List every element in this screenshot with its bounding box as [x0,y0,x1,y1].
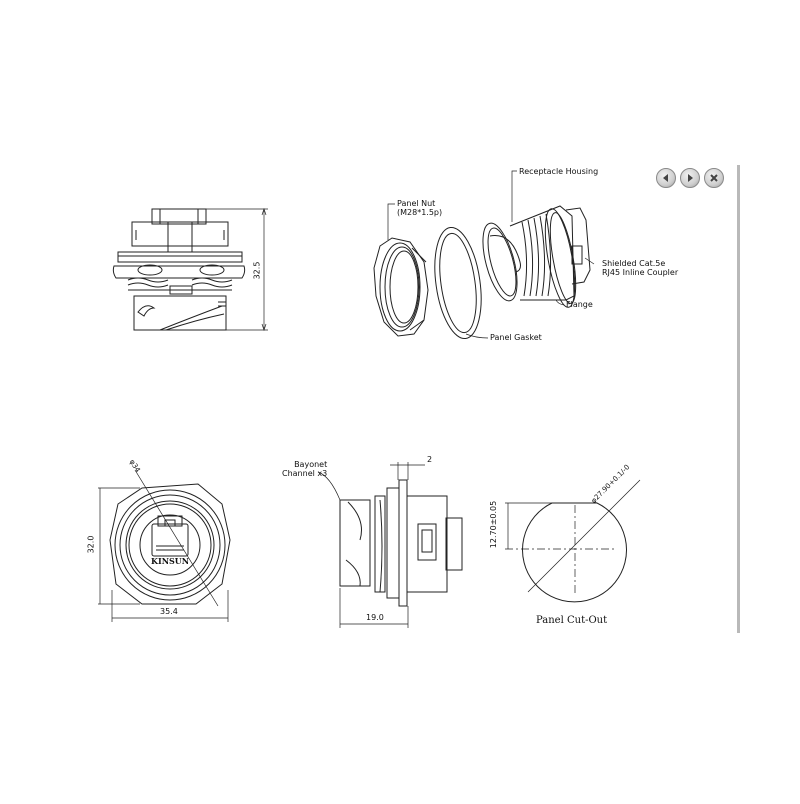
next-button[interactable] [680,168,700,188]
dim-cutout-flat: 12.70±0.05 [489,500,499,549]
viewer-nav [656,168,724,188]
dim-flange-thickness: 2 [427,455,433,464]
scrollbar[interactable] [737,165,740,633]
arrow-left-icon [663,174,668,182]
arrow-right-icon [688,174,693,182]
caption-panel-cutout: Panel Cut-Out [536,615,608,626]
label-bayonet-channel: Bayonet Channel x3 [282,460,328,478]
close-icon [710,174,718,182]
label-receptacle-housing: Receptacle Housing [519,167,599,176]
close-button[interactable] [704,168,724,188]
panel-cutout [505,479,641,603]
side-view-bottom [317,462,463,628]
side-view-top [112,207,268,332]
exploded-view [373,170,595,340]
dim-length: 19.0 [366,613,384,622]
label-panel-nut: Panel Nut (M28*1.5p) [397,199,443,217]
dim-height-top: 32.5 [252,261,262,280]
dim-front-height: 32.0 [86,535,96,554]
label-shielded-coupler: Shielded Cat.5e RJ45 Inline Coupler [602,259,679,277]
front-view [98,469,231,622]
brand-label: KINSUN [151,556,190,566]
dim-front-width: 35.4 [160,607,178,616]
label-panel-gasket: Panel Gasket [490,333,542,342]
label-flange: Flange [566,300,593,309]
previous-button[interactable] [656,168,676,188]
